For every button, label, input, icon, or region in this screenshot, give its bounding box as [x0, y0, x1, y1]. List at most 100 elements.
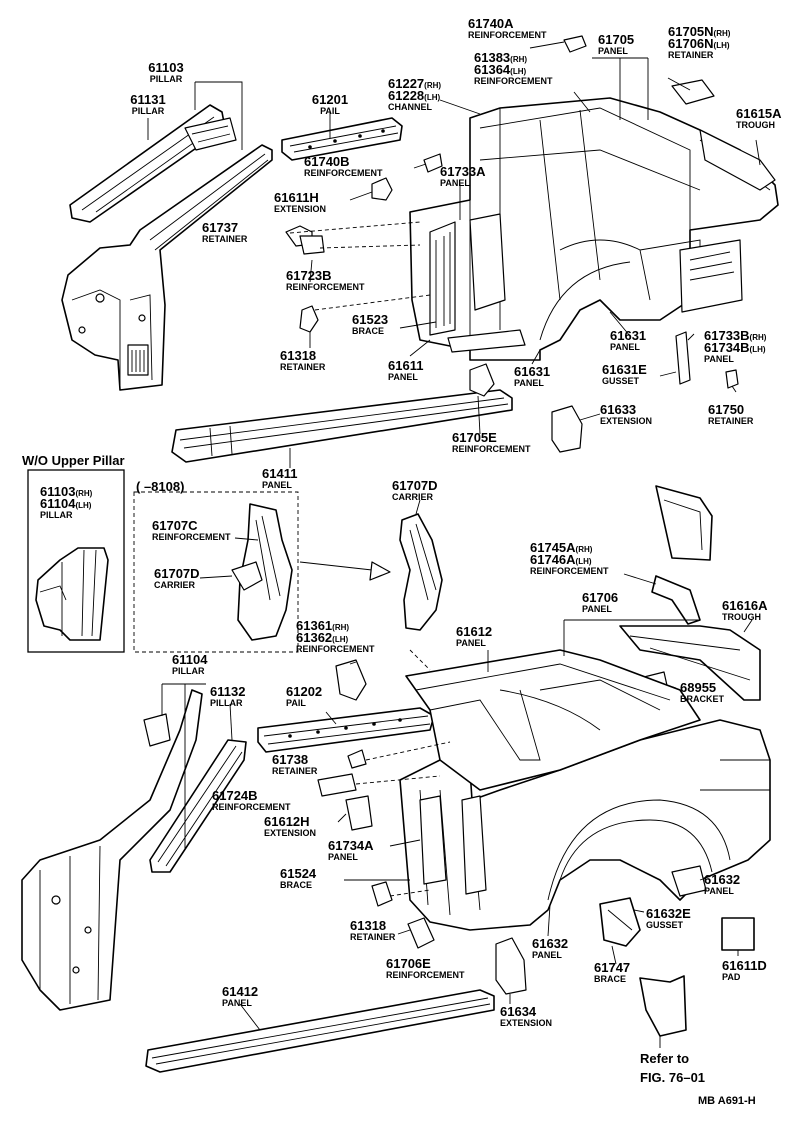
retainer-61318-drawing	[299, 305, 319, 333]
label-61615a-number: 61615A	[736, 106, 782, 121]
label-61228-number: 61228(LH)	[388, 88, 440, 103]
label-61631-name: PANEL	[610, 342, 640, 352]
label-61361-side2: (LH)	[332, 635, 348, 644]
label-61611-name: PANEL	[388, 372, 418, 382]
label-61611d-name: PAD	[722, 972, 741, 982]
label-61707d-name: CARRIER	[392, 492, 434, 502]
label-61361-name: REINFORCEMENT	[296, 644, 375, 654]
retainer-61738-drawing	[347, 749, 367, 769]
upper-body-assembly-drawing	[409, 97, 779, 361]
pillar-61132-drawing	[149, 739, 247, 873]
label-61411-name: PANEL	[262, 480, 292, 490]
retainer-61750-drawing	[725, 369, 739, 389]
label-61632e-name: GUSSET	[646, 920, 684, 930]
trough-61616A-drawing	[619, 625, 761, 701]
label-61705-number: 61705	[598, 32, 634, 47]
label-61227-side2: (LH)	[424, 93, 440, 102]
reference-note-line2: FIG. 76–01	[640, 1070, 705, 1085]
label-61746a-number: 61746A(LH)	[530, 552, 592, 567]
label-61202-name: PAIL	[286, 698, 306, 708]
label-61131-number: 61131	[130, 92, 165, 107]
label-61103-name: PILLAR	[150, 74, 183, 84]
inset-pillar-drawing	[35, 547, 109, 641]
label-61723b-number: 61723B	[286, 268, 332, 283]
label-61750-name: RETAINER	[708, 416, 754, 426]
label-61631-number: 61631	[514, 364, 550, 379]
label-61103-name: PILLAR	[40, 510, 73, 520]
label-61740a-number: 61740A	[468, 16, 514, 31]
rail-61201-drawing	[281, 117, 403, 161]
label-61131-name: PILLAR	[132, 106, 165, 116]
reinforcement-61740B-drawing	[423, 153, 443, 173]
pillar-61104-drawing	[21, 689, 203, 1011]
extension-61633-drawing	[551, 405, 583, 453]
label-61745a-side: (RH)	[576, 545, 593, 554]
label-61734a-name: PANEL	[328, 852, 358, 862]
inset-range: ( –8108)	[136, 479, 184, 494]
label-61612-number: 61612	[456, 624, 492, 639]
pillar-61131-drawing	[69, 104, 237, 223]
mudguard-drawing	[639, 975, 687, 1037]
label-61632e-number: 61632E	[646, 906, 691, 921]
label-61104-number: 61104	[172, 652, 208, 667]
rail-61202-drawing	[257, 707, 435, 753]
label-61318-name: RETAINER	[280, 362, 326, 372]
diagram-artwork	[21, 35, 779, 1073]
gusset-61632E-drawing	[599, 897, 641, 947]
label-61103-number: 61103	[148, 60, 183, 75]
label-61524-number: 61524	[280, 866, 317, 881]
panel-top-right-drawing	[655, 485, 713, 561]
label-61733b-side2: (LH)	[750, 345, 766, 354]
label-61733a-number: 61733A	[440, 164, 486, 179]
reinforcement-61724B-drawing	[317, 773, 357, 797]
label-61318-number: 61318	[280, 348, 316, 363]
label-61132-number: 61132	[210, 684, 245, 699]
inset-title: W/O Upper Pillar	[22, 453, 125, 468]
label-61227-name: CHANNEL	[388, 102, 433, 112]
label-61707c-number: 61707C	[152, 518, 198, 533]
label-61202-number: 61202	[286, 684, 322, 699]
extension-61611H-drawing	[371, 177, 393, 201]
gusset-61631E-drawing	[675, 331, 691, 385]
label-61411-number: 61411	[262, 466, 297, 481]
label-61104-number: 61104(LH)	[40, 496, 92, 511]
label-61364-number: 61364(LH)	[474, 62, 526, 77]
reference-note-line1: Refer to	[640, 1051, 689, 1066]
label-61362-number: 61362(LH)	[296, 630, 348, 645]
label-61361-side: (RH)	[332, 623, 349, 632]
label-61611d-number: 61611D	[722, 958, 767, 973]
carrier-61707D-drawing	[399, 513, 443, 631]
label-61707d-number: 61707D	[392, 478, 438, 493]
label-61611h-name: EXTENSION	[274, 204, 326, 214]
label-61633-name: EXTENSION	[600, 416, 652, 426]
label-61734a-number: 61734A	[328, 838, 374, 853]
label-61733b-name: PANEL	[704, 354, 734, 364]
label-61724b-number: 61724B	[212, 788, 258, 803]
label-61705n-side: (RH)	[714, 29, 731, 38]
pad-61611D-drawing	[721, 917, 755, 951]
reinforcement-61740A-drawing	[563, 35, 587, 53]
label-61201-number: 61201	[312, 92, 348, 107]
label-61634-number: 61634	[500, 1004, 537, 1019]
label-61612h-number: 61612H	[264, 814, 310, 829]
reinforcement-61705E-drawing	[469, 363, 495, 397]
label-61705e-name: REINFORCEMENT	[452, 444, 531, 454]
label-61632-name: PANEL	[704, 886, 734, 896]
label-61747-number: 61747	[594, 960, 630, 975]
label-61615a-name: TROUGH	[736, 120, 775, 130]
label-61412-name: PANEL	[222, 998, 252, 1008]
pillar-61103-drawing	[61, 144, 273, 391]
reinforcement-61706E-drawing	[407, 917, 435, 949]
label-61733b-side: (RH)	[750, 333, 767, 342]
label-61707d-name: CARRIER	[154, 580, 196, 590]
label-61612h-name: EXTENSION	[264, 828, 316, 838]
label-61747-name: BRACE	[594, 974, 626, 984]
label-61706e-name: REINFORCEMENT	[386, 970, 465, 980]
label-61227-side: (RH)	[424, 81, 441, 90]
rocker-panel-61411-drawing	[171, 389, 513, 463]
label-61750-number: 61750	[708, 402, 744, 417]
label-61705n-side2: (LH)	[714, 41, 730, 50]
label-61706-number: 61706	[582, 590, 618, 605]
label-61705e-number: 61705E	[452, 430, 497, 445]
